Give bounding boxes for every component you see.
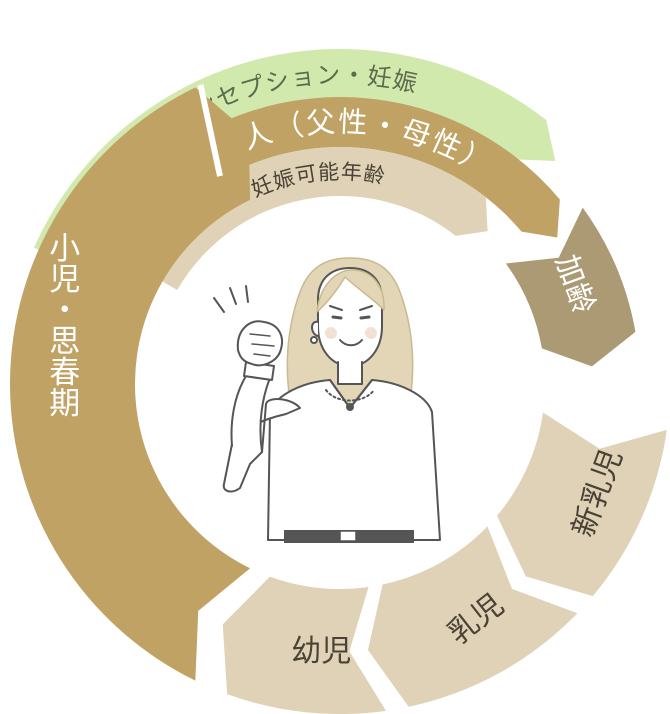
childhood-adolescence-segment bbox=[9, 87, 251, 681]
toddler-segment bbox=[222, 576, 386, 714]
infant-segment bbox=[367, 526, 578, 707]
preconception-pregnancy-band bbox=[33, 49, 556, 269]
childhood-adolescence-label: 小児・思春期 bbox=[43, 232, 80, 418]
segment-divider bbox=[197, 84, 223, 177]
woman-fist-pump-illustration bbox=[213, 257, 441, 543]
newborn-segment bbox=[497, 412, 667, 597]
toddler-label: 幼児 bbox=[291, 634, 351, 669]
aging-segment bbox=[505, 207, 636, 367]
